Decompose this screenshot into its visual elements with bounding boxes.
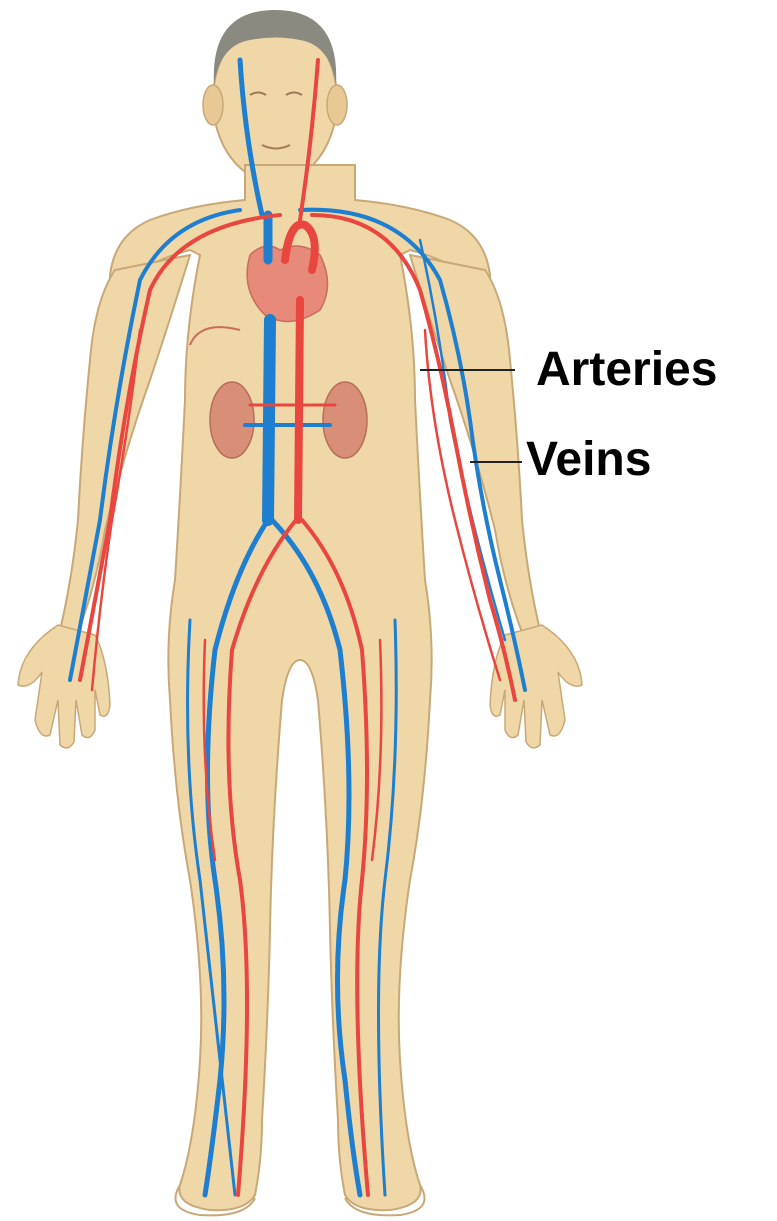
left-kidney: [210, 382, 254, 458]
descending-aorta: [298, 300, 300, 520]
left-ear: [203, 85, 223, 125]
veins-label: Veins: [526, 436, 651, 484]
right-kidney: [323, 382, 367, 458]
arteries-label: Arteries: [536, 346, 717, 394]
right-ear: [327, 85, 347, 125]
inferior-vena-cava: [268, 320, 270, 520]
